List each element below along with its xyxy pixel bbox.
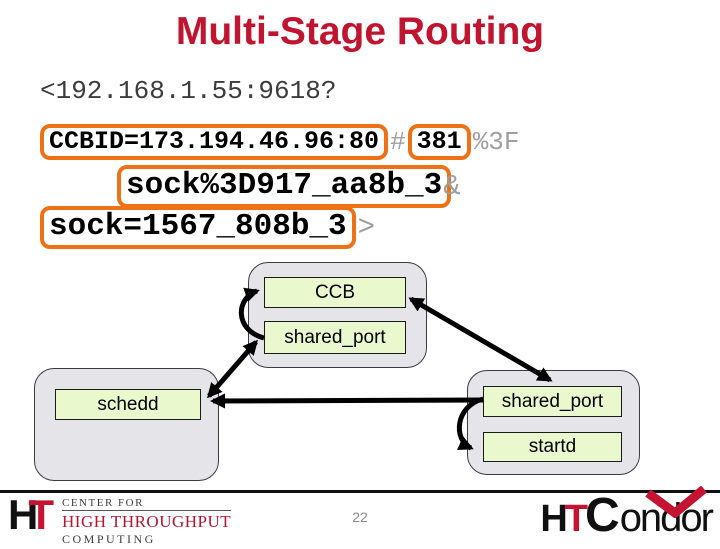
htcondor-logo: HTCondor: [540, 492, 714, 549]
chtc-logo-h: H: [8, 491, 39, 538]
chtc-ht-monogram: HT: [8, 494, 54, 536]
address-line-1: <192.168.1.55:9618?: [40, 76, 336, 106]
address-line-4: sock=1567_808b_3 >: [40, 206, 375, 249]
chtc-logo-t: T: [28, 491, 54, 538]
node-shared-port-right: shared_port: [483, 386, 622, 417]
htcondor-logo-c: C: [585, 489, 620, 542]
page-number: 22: [352, 509, 368, 525]
chtc-line-high-throughput: HIGH THROUGHPUT: [62, 512, 232, 531]
condor-checkmark-icon: [645, 486, 707, 518]
submit-host-group: [34, 368, 219, 481]
node-schedd: schedd: [55, 389, 201, 420]
highlight-box-sock-encoded: sock%3D917_aa8b_3: [117, 165, 452, 208]
node-ccb: CCB: [264, 277, 406, 308]
address-line-4-tail: >: [357, 210, 376, 244]
slide-title: Multi-Stage Routing: [175, 10, 545, 53]
htcondor-logo-h: H: [540, 498, 568, 540]
footer-divider: [0, 490, 720, 493]
address-line-1-text: <192.168.1.55:9618?: [40, 76, 337, 106]
address-line-2-tail: %3F: [472, 127, 520, 157]
htcondor-logo-t: T: [564, 498, 589, 540]
address-line-3: sock%3D917_aa8b_3 &: [117, 165, 461, 208]
node-shared-port-central: shared_port: [264, 321, 406, 354]
address-line-3-tail: &: [443, 169, 461, 203]
highlight-box-ccbid: CCBID=173.194.46.96:80: [40, 124, 389, 160]
highlight-box-sock: sock=1567_808b_3: [40, 206, 356, 249]
address-hash-separator: #: [390, 127, 406, 157]
address-line-2: CCBID=173.194.46.96:80 # 381 %3F: [40, 124, 522, 160]
chtc-line-center-for: CENTER FOR: [62, 497, 232, 511]
node-startd: startd: [483, 432, 622, 462]
arrow-sharedport-right-to-schedd: [210, 393, 484, 409]
arrow-ccb-sharedport-right: [408, 296, 553, 383]
highlight-box-ccbid-number: 381: [407, 124, 471, 160]
